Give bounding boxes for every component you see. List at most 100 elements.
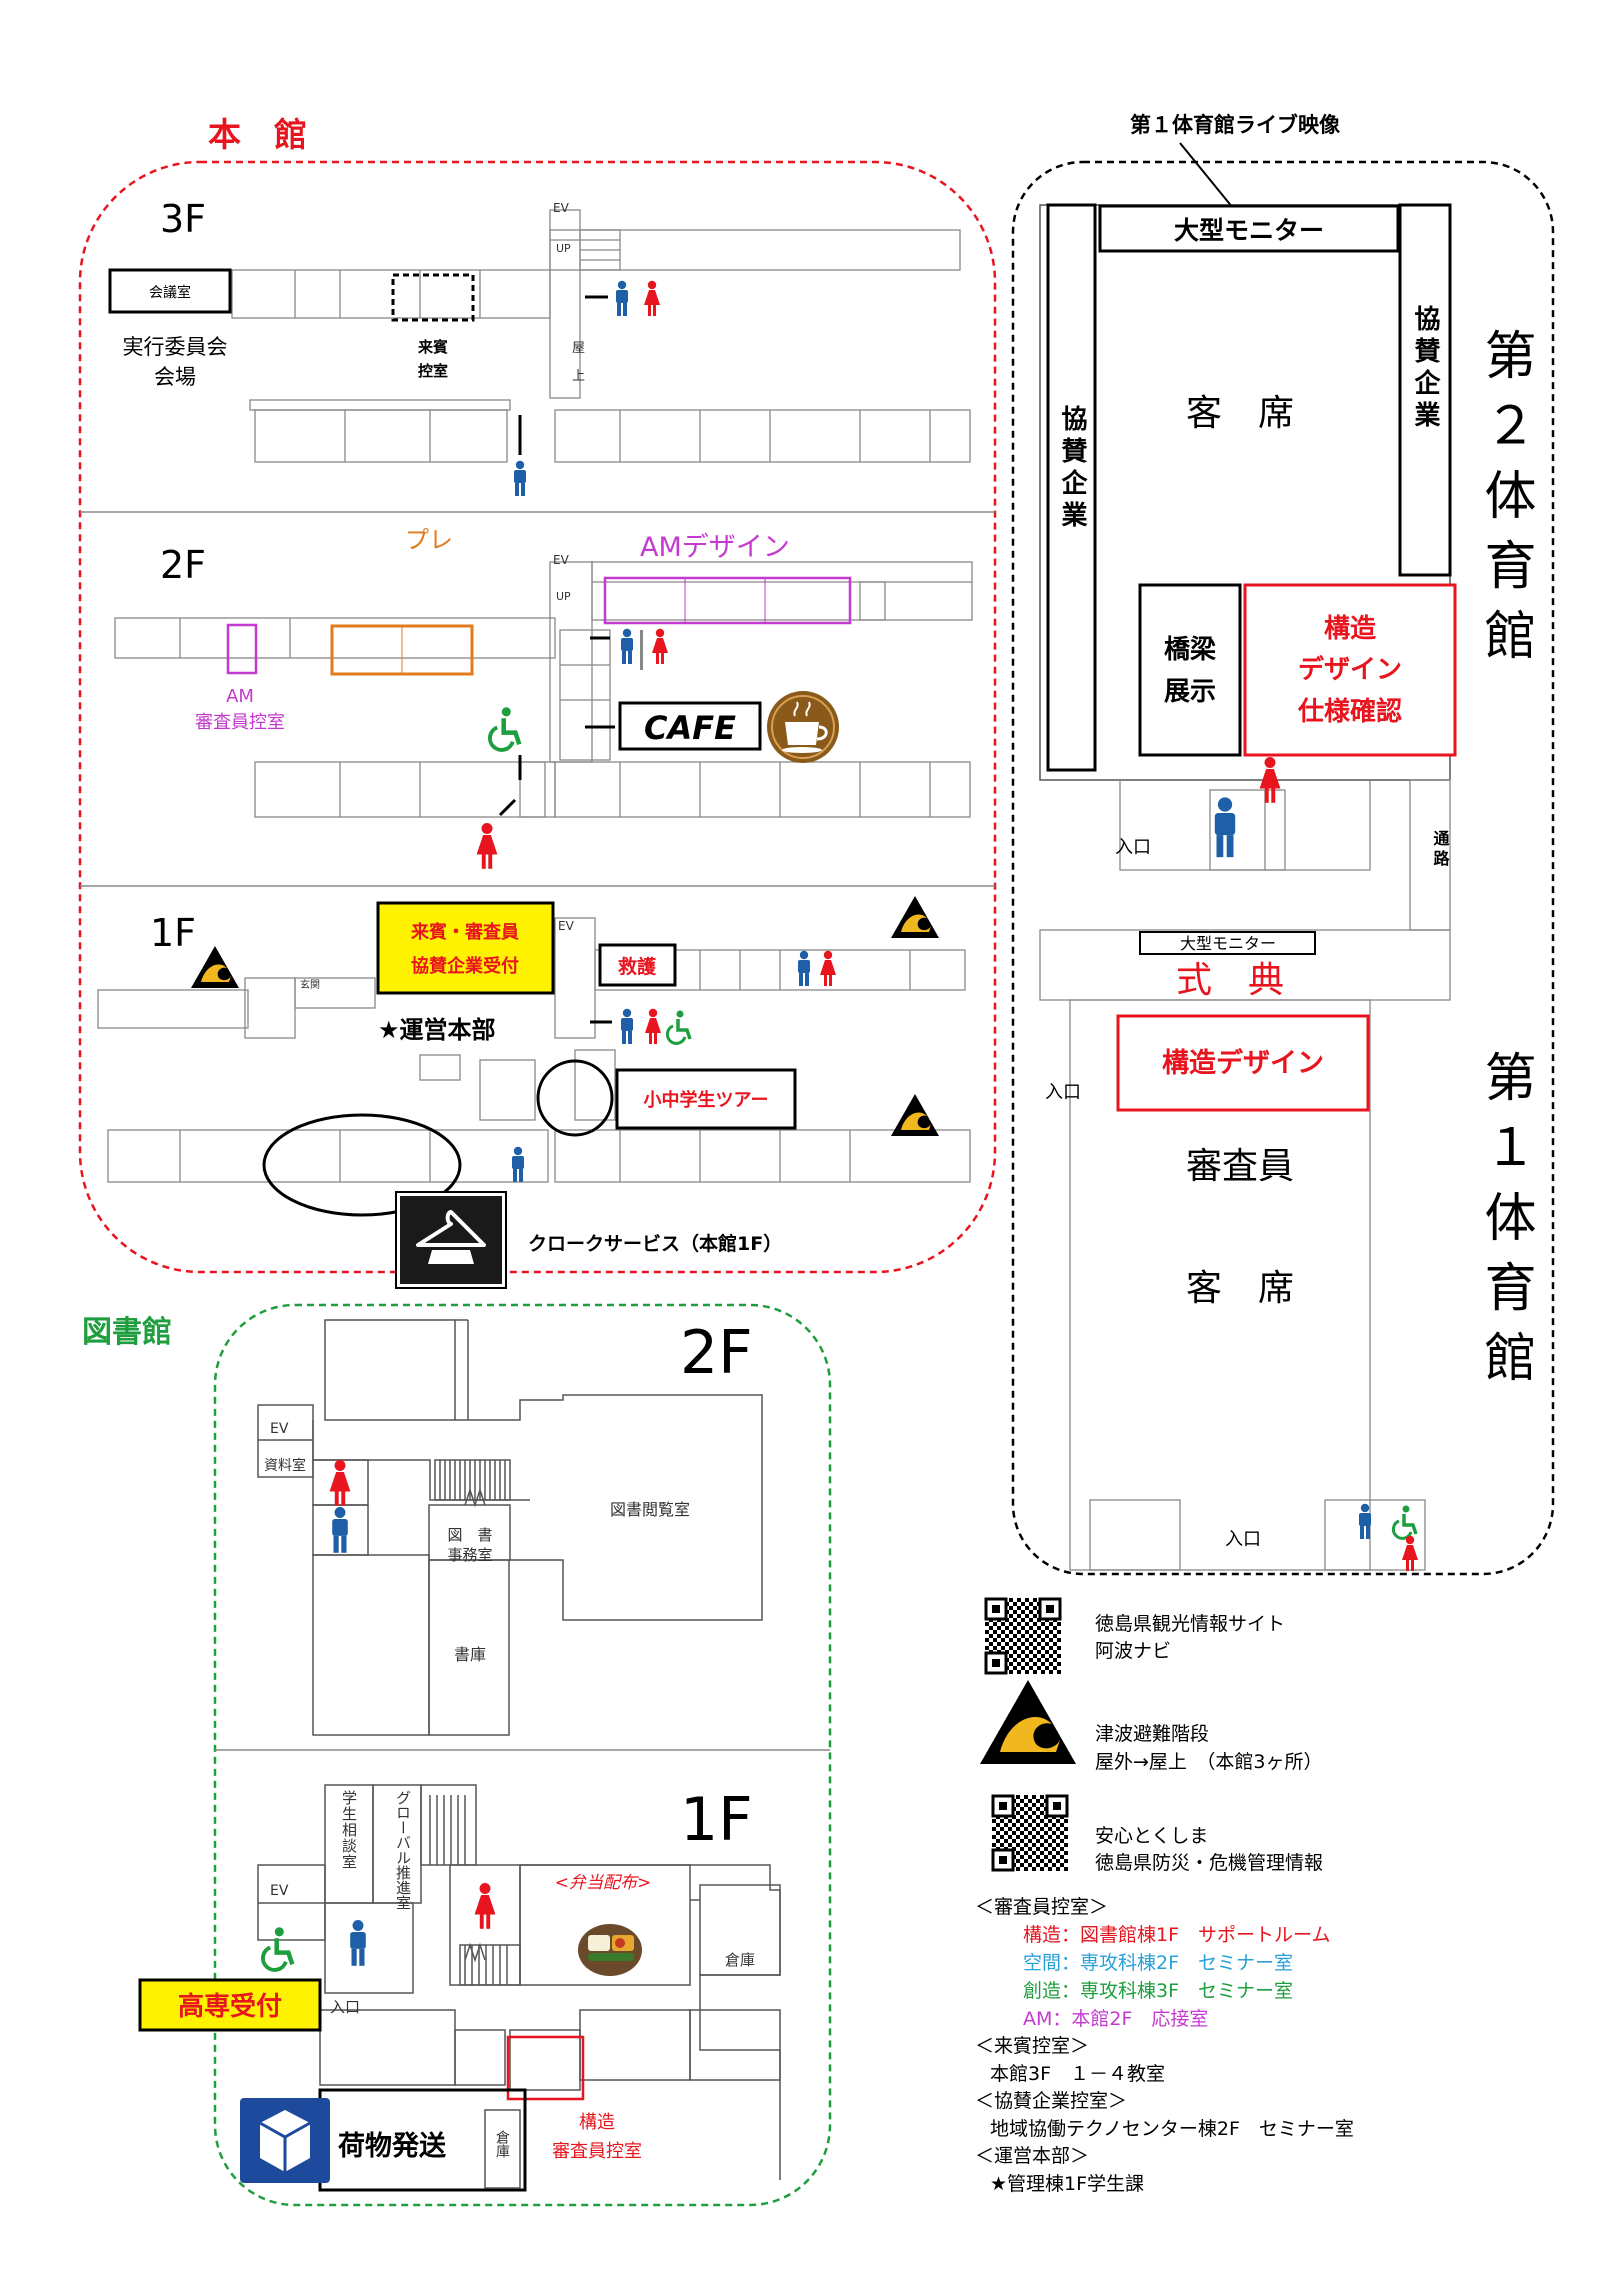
coffee-icon	[767, 691, 839, 763]
kozo-design-box	[1116, 1014, 1370, 1112]
kozo-check-box	[1243, 583, 1457, 757]
female-toilet-icon	[1402, 1535, 1418, 1571]
honkan-3f-okujo-1: 屋	[572, 341, 585, 356]
sponsor-right-label: 協賛企業	[1410, 305, 1440, 433]
am-design-room	[603, 576, 852, 625]
female-toilet-icon	[329, 1460, 351, 1506]
soko-label-2: 倉庫	[494, 2130, 510, 2158]
legend-judges-am: AM：本館2F 応接室	[1023, 2008, 1208, 2030]
legend-judges-souzou: 創造：専攻科棟3F セミナー室	[1023, 1980, 1293, 2002]
male-toilet-icon	[1359, 1503, 1371, 1539]
wheelchair-icon	[665, 1008, 692, 1046]
am-design-label: AMデザイン	[640, 532, 790, 563]
hanger-icon	[395, 1191, 507, 1289]
qr-code-icon	[983, 1596, 1063, 1676]
legend-guest-head: ＜来賓控室＞	[975, 2035, 1089, 2057]
male-toilet-icon	[621, 1008, 633, 1044]
judges-label: 審査員	[1186, 1146, 1294, 1187]
gym2-label: 第２体育館	[1475, 328, 1535, 678]
honkan-3f-okujo-2: 上	[572, 369, 585, 384]
legend-hq-head: ＜運営本部＞	[975, 2145, 1089, 2167]
shiryo-label: 資料室	[264, 1457, 306, 1474]
tour-label: 小中学生ツアー	[644, 1089, 769, 1111]
tour-box	[615, 1068, 797, 1130]
female-toilet-icon	[820, 950, 836, 986]
svg-text:学生相談室: 学生相談室	[340, 1790, 358, 1870]
soko-label: 倉庫	[725, 1951, 755, 1969]
male-toilet-icon	[512, 1146, 524, 1182]
stack-room-label: 書庫	[454, 1645, 486, 1664]
honkan-1f-label: 1F	[150, 911, 196, 955]
legend-qr1-line2: 阿波ナビ	[1095, 1640, 1171, 1662]
male-toilet-icon	[514, 460, 526, 496]
reception-label-1: 来賓・審査員	[410, 921, 519, 943]
gym-entrance-c: 入口	[1225, 1529, 1261, 1550]
seats-top-label: 客 席	[1186, 393, 1294, 434]
honkan-2f-ev: EV	[553, 553, 570, 567]
bento-icon	[578, 1924, 642, 1976]
legend-tsunami-line2: 屋外→屋上 （本館3ヶ所）	[1095, 1751, 1323, 1773]
qr-code-icon	[990, 1793, 1070, 1873]
am-judges-label-2: 審査員控室	[195, 712, 285, 733]
jikkou-label-2: 会場	[154, 365, 196, 389]
female-toilet-icon	[1259, 757, 1281, 803]
gym1-label: 第１体育館	[1475, 1050, 1535, 1400]
seats-bottom-label: 客 席	[1186, 1268, 1294, 1309]
svg-text:グローバル推進室: グローバル推進室	[394, 1790, 412, 1910]
female-toilet-icon	[474, 1883, 496, 1929]
kozo-check-label-1: 構造	[1324, 614, 1376, 644]
small-monitor-label: 大型モニター	[1180, 934, 1276, 953]
honkan-2f-up: UP	[556, 590, 571, 603]
honkan-3f-up: UP	[556, 242, 571, 255]
am-judges-room-box	[226, 623, 258, 675]
tour-circle	[536, 1059, 614, 1137]
kozo-judges-room	[506, 2035, 585, 2101]
gym-boundary	[1011, 160, 1555, 1576]
raihin-label-1: 来賓	[417, 338, 448, 356]
honkan-boundary	[78, 160, 997, 1274]
tsunami-evacuation-icon	[191, 946, 239, 988]
reception-label-2: 協賛企業受付	[411, 955, 519, 977]
tsunami-evacuation-icon	[891, 896, 939, 938]
library-office-label-2: 事務室	[447, 1546, 492, 1564]
big-monitor-box	[1098, 204, 1400, 253]
legend-qr1-line1: 徳島県観光情報サイト	[1095, 1613, 1285, 1635]
wheelchair-icon	[263, 1927, 292, 1970]
genkan-label: 玄関	[300, 978, 320, 991]
female-toilet-icon	[644, 280, 660, 316]
male-toilet-icon	[621, 628, 633, 664]
male-toilet-icon	[332, 1507, 348, 1553]
gym-entrance-a: 入口	[1115, 837, 1151, 858]
kyugo-label: 救護	[618, 955, 657, 978]
gym-entrance-b: 入口	[1045, 1082, 1081, 1103]
library-1f-ev: EV	[270, 1883, 289, 1899]
bridge-exhibit-box	[1138, 583, 1242, 757]
female-toilet-icon	[652, 628, 668, 664]
library-2f-label: 2F	[680, 1318, 753, 1388]
kozo-design-label: 構造デザイン	[1162, 1047, 1324, 1079]
bento-label: <弁当配布>	[555, 1873, 652, 1893]
sponsor-left-box	[1046, 203, 1097, 772]
honkan-3f-label: 3F	[160, 197, 206, 241]
cloak-label: クロークサービス（本館1F）	[528, 1232, 782, 1255]
legend-qr2-line2: 徳島県防災・危機管理情報	[1095, 1852, 1323, 1874]
male-toilet-icon	[616, 280, 628, 316]
legend-guest-room: 本館3F １－４教室	[990, 2063, 1165, 2085]
honkan-title: 本 館	[208, 115, 307, 154]
wheelchair-icon	[1391, 1503, 1418, 1541]
honkan-3f-ev: EV	[553, 201, 570, 215]
cafe-sign	[618, 701, 762, 751]
jikkou-label-1: 実行委員会	[123, 335, 228, 359]
package-icon	[240, 2098, 330, 2183]
honkan-2f-label: 2F	[160, 543, 206, 587]
sponsor-left-label: 協賛企業	[1057, 405, 1087, 533]
reception-box	[376, 901, 555, 995]
kosen-reception-label: 高専受付	[178, 1991, 282, 2022]
male-toilet-icon	[1214, 797, 1236, 858]
reading-room-label: 図書閲覧室	[610, 1500, 690, 1519]
raihin-room-box	[391, 273, 475, 322]
legend-hq-room: ★管理棟1F学生課	[990, 2173, 1144, 2195]
male-toilet-icon	[798, 950, 810, 986]
legend-judges-kozo: 構造：図書館棟1F サポートルーム	[1023, 1924, 1330, 1946]
